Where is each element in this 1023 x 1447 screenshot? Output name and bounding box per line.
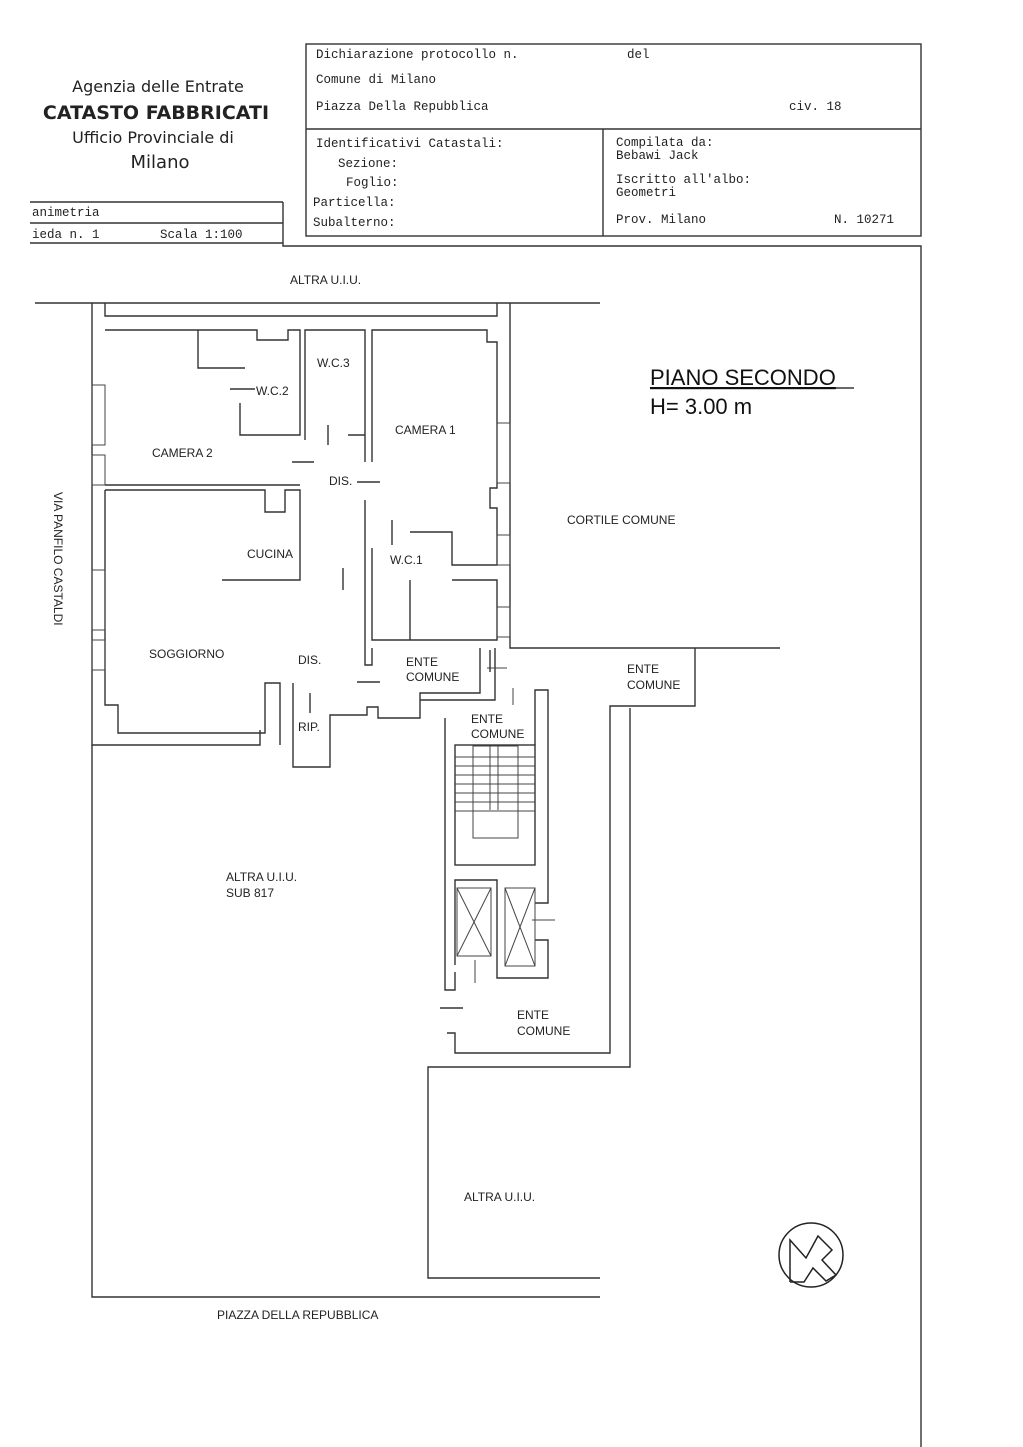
sezione-label: Sezione: <box>338 157 398 171</box>
label-wc1: W.C.1 <box>390 553 423 567</box>
label-altra-uiu-top: ALTRA U.I.U. <box>290 273 361 287</box>
label-comune-2: COMUNE <box>627 678 680 692</box>
street-bottom: PIAZZA DELLA REPUBBLICA <box>217 1308 378 1322</box>
label-camera-1: CAMERA 1 <box>395 423 456 437</box>
office-label: Ufficio Provinciale di <box>72 128 234 147</box>
plan-frame <box>282 243 922 1447</box>
declaration-box: Dichiarazione protocollo n. del Comune d… <box>305 43 922 237</box>
register-label: Iscritto all'albo: <box>616 173 751 187</box>
label-ente-3: ENTE <box>471 712 503 726</box>
label-rip: RIP. <box>298 720 320 734</box>
sheet-info-box: animetria ieda n. 1 Scala 1:100 <box>30 201 284 244</box>
label-sub-817: SUB 817 <box>226 886 274 900</box>
label-comune-3: COMUNE <box>471 727 524 741</box>
catasto-title: CATASTO FABBRICATI <box>43 102 269 124</box>
label-soggiorno: SOGGIORNO <box>149 647 224 661</box>
label-ente-4: ENTE <box>517 1008 549 1022</box>
address: Piazza Della Repubblica <box>316 100 489 114</box>
comune: Comune di Milano <box>316 73 436 87</box>
label-ente-2: ENTE <box>627 662 659 676</box>
identifiers-title: Identificativi Catastali: <box>316 137 504 151</box>
floor-height: H= 3.00 m <box>650 394 752 419</box>
label-cucina: CUCINA <box>247 547 293 561</box>
compiler-label: Compilata da: <box>616 136 714 150</box>
label-cortile-comune: CORTILE COMUNE <box>567 513 675 527</box>
province: Prov. Milano <box>616 213 706 227</box>
label-wc3: W.C.3 <box>317 356 350 370</box>
civic-number: civ. 18 <box>789 100 842 114</box>
agency-name: Agenzia delle Entrate <box>72 77 244 96</box>
register-number: N. 10271 <box>834 213 894 227</box>
label-ente-1: ENTE <box>406 655 438 669</box>
register-value: Geometri <box>616 186 676 200</box>
label-camera-2: CAMERA 2 <box>152 446 213 460</box>
north-arrow-icon <box>778 1222 844 1288</box>
floor-title: PIANO SECONDO H= 3.00 m <box>650 365 854 419</box>
windows <box>91 384 511 671</box>
street-left: VIA PANFILO CASTALDI <box>51 492 65 626</box>
floor-name: PIANO SECONDO <box>650 365 836 390</box>
particella-label: Particella: <box>313 196 396 210</box>
foglio-label: Foglio: <box>346 176 399 190</box>
label-dis-2: DIS. <box>298 653 321 667</box>
label-comune-4: COMUNE <box>517 1024 570 1038</box>
protocol-label: Dichiarazione protocollo n. <box>316 48 519 62</box>
label-comune-1: COMUNE <box>406 670 459 684</box>
label-altra-uiu-sub: ALTRA U.I.U. <box>226 870 297 884</box>
walls <box>35 302 780 1298</box>
doc-type: animetria <box>32 206 100 220</box>
scale: Scala 1:100 <box>160 228 243 242</box>
office-city: Milano <box>131 152 190 173</box>
subalterno-label: Subalterno: <box>313 216 396 230</box>
room-labels: ALTRA U.I.U. W.C.3 W.C.2 CAMERA 1 CAMERA… <box>51 273 680 1322</box>
label-altra-uiu-bottom: ALTRA U.I.U. <box>464 1190 535 1204</box>
sheet-number: ieda n. 1 <box>32 228 100 242</box>
compiler-name: Bebawi Jack <box>616 149 699 163</box>
del-label: del <box>627 48 650 62</box>
label-dis-1: DIS. <box>329 474 352 488</box>
label-wc2: W.C.2 <box>256 384 289 398</box>
agency-header: Agenzia delle Entrate CATASTO FABBRICATI… <box>43 77 269 173</box>
